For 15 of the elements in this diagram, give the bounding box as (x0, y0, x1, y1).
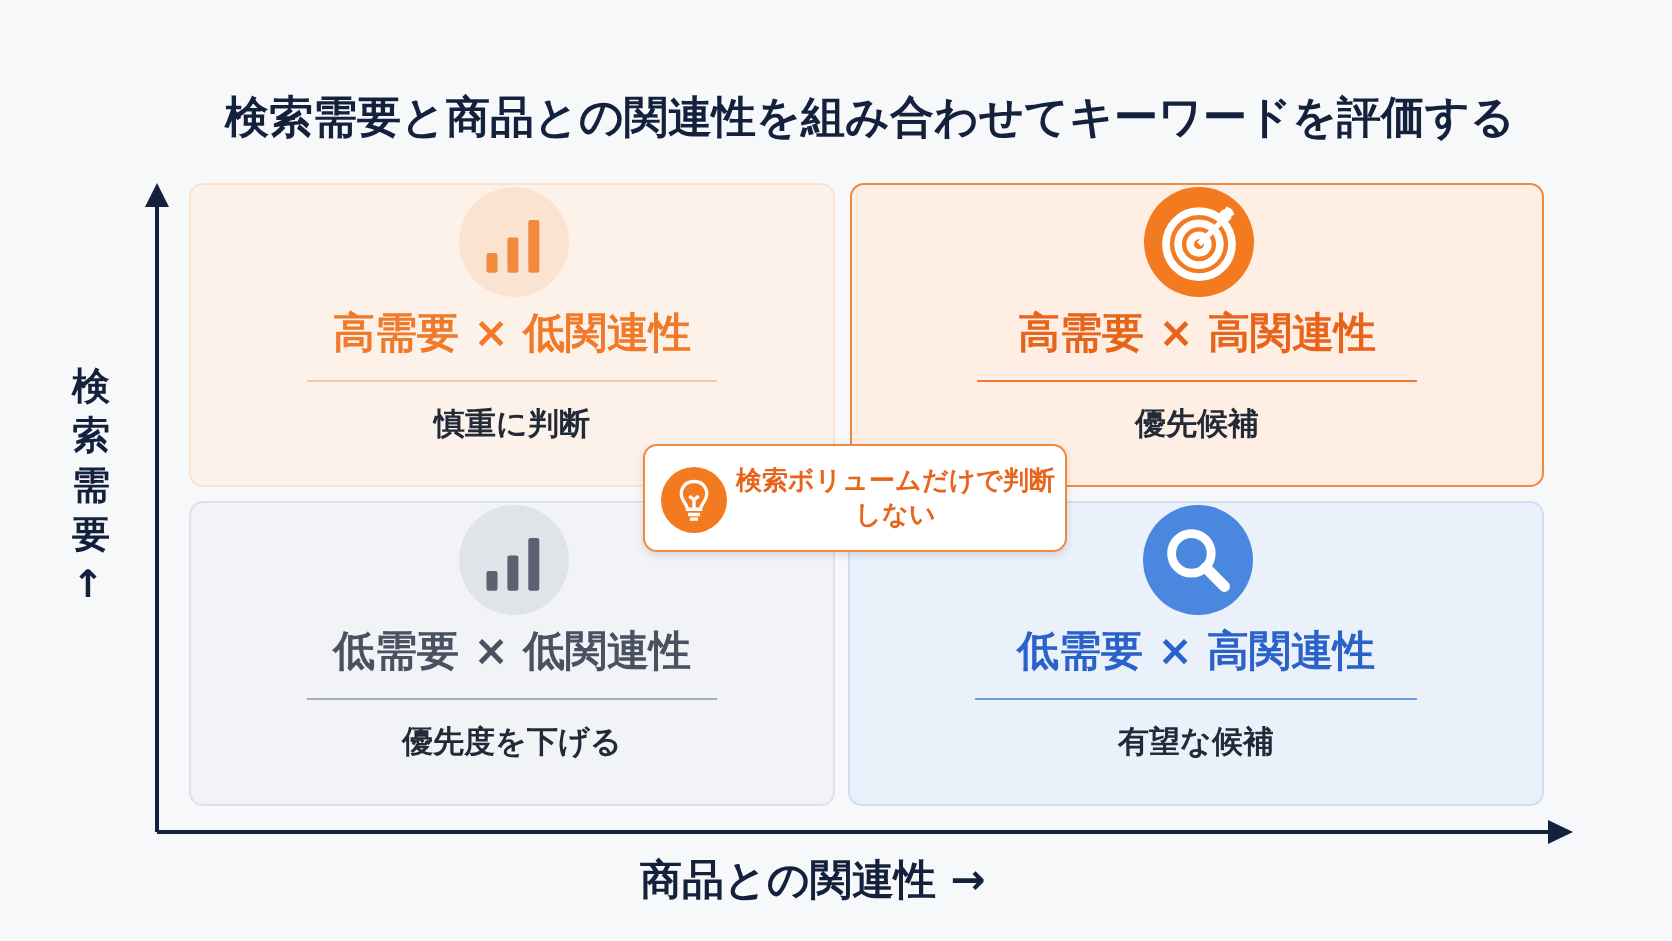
callout-box (643, 444, 1067, 552)
x-axis-label: 商品との関連性 → (640, 854, 986, 906)
quadrant-heading: 高需要 × 低関連性 (331, 307, 693, 359)
quadrant-heading: 低需要 × 低関連性 (331, 625, 693, 677)
quadrant-box (848, 501, 1544, 806)
quadrant-subtitle: 慎重に判断 (431, 404, 591, 443)
title: 検索需要と商品との関連性を組み合わせてキーワードを評価する (223, 90, 1516, 144)
quadrant-subtitle: 優先候補 (1133, 404, 1260, 443)
quadrant-subtitle: 優先度を下げる (400, 722, 623, 761)
callout-text: 検索ボリュームだけで判断しない (734, 464, 1056, 531)
quadrant-heading: 低需要 × 高関連性 (1015, 625, 1377, 677)
y-axis-label: 検索需要↑ (72, 363, 110, 608)
quadrant-subtitle: 有望な候補 (1116, 722, 1275, 761)
quadrant-heading: 高需要 × 高関連性 (1016, 307, 1378, 359)
quadrant-box (189, 501, 835, 806)
